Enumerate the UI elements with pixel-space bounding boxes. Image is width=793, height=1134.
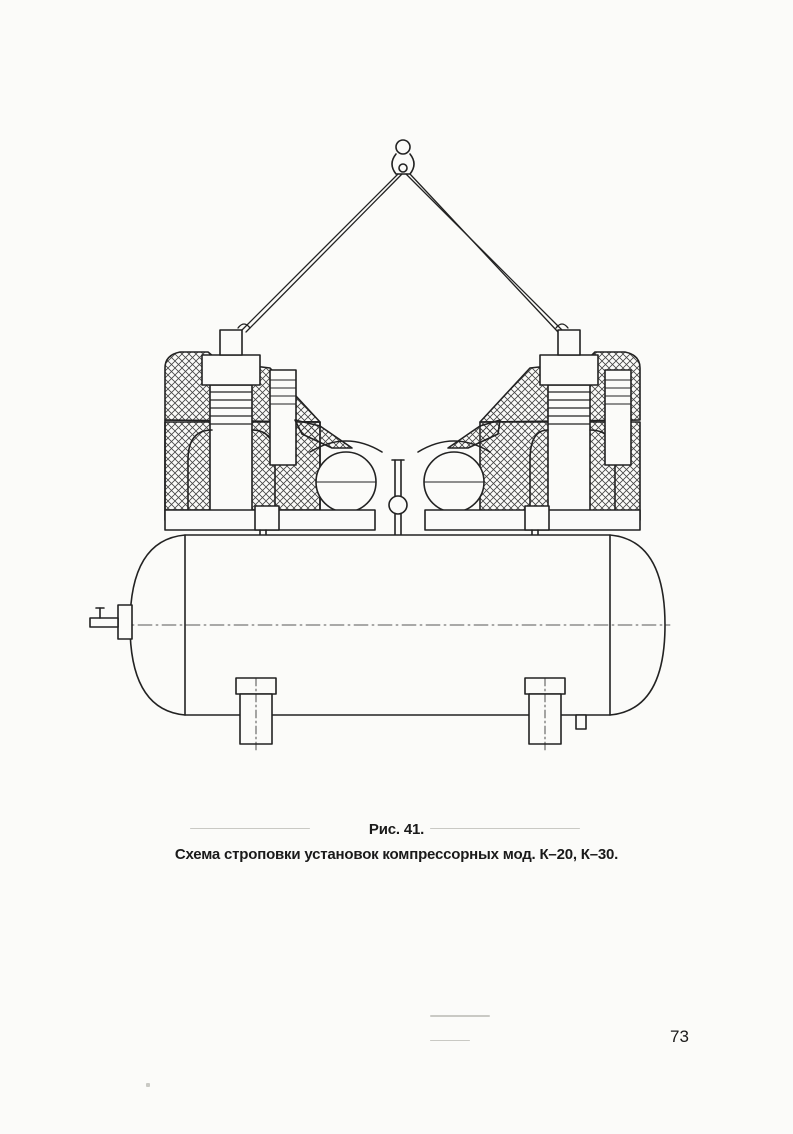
sling-ropes — [237, 173, 569, 333]
right-compressor-unit — [417, 329, 641, 551]
tank-support-legs — [235, 677, 566, 753]
scan-speck — [430, 1040, 470, 1041]
figure-number: Рис. 41. — [368, 821, 425, 838]
lifting-hook — [391, 139, 415, 175]
figure-caption: Схема строповки установок компрессорных … — [174, 846, 619, 863]
slinging-scheme-figure — [70, 130, 690, 770]
left-compressor-unit — [164, 329, 383, 551]
scan-speck — [430, 828, 580, 829]
scan-speck — [190, 828, 310, 829]
page-number: 73 — [670, 1027, 689, 1046]
receiver-tank — [89, 534, 671, 730]
scan-speck — [430, 1015, 490, 1017]
compressor-diagram-svg — [89, 139, 671, 753]
scan-speck — [146, 1083, 150, 1087]
